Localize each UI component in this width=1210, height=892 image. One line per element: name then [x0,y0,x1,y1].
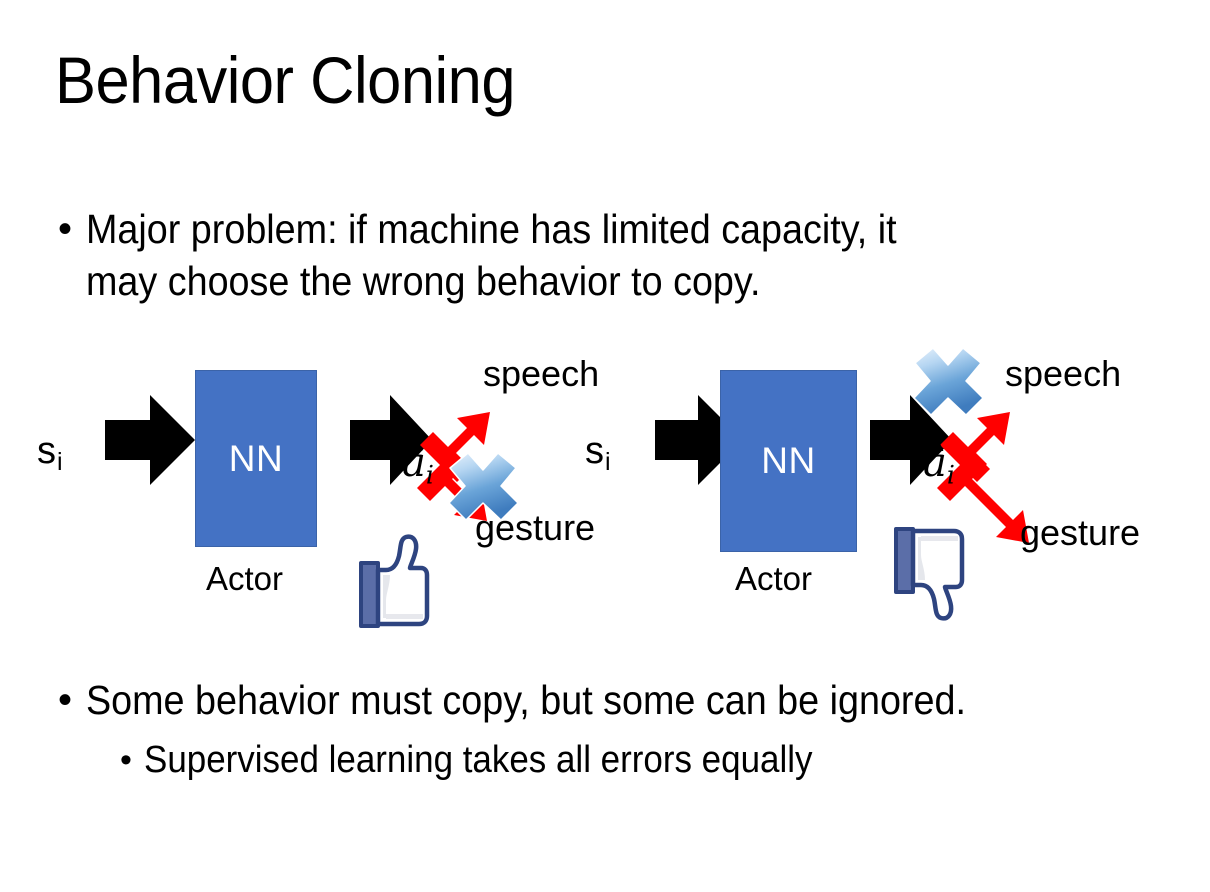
bullet-bottom-secondary-text: Supervised learning takes all errors equ… [143,739,813,781]
output-action-label-left: âi [402,443,434,496]
actor-caption-left: Actor [206,560,284,597]
nn-box-right: NN [720,370,857,552]
input-arrow-right-icon [655,395,743,485]
page-title: Behavior Cloning [55,43,516,117]
output-action-symbol: â [402,440,426,486]
branch-label-speech-right: speech [1005,353,1122,394]
nn-box-label: NN [761,440,816,481]
input-state-symbol: s [37,430,56,472]
output-action-label-right: âi [923,443,955,496]
output-arrow-left-icon [350,395,432,485]
input-state-label-right: si [585,432,611,481]
output-action-subscript: i [946,460,955,490]
input-state-subscript: i [605,448,611,476]
nn-box-left: NN [195,370,317,547]
thumbs-down-icon [894,527,965,621]
nn-box-label: NN [228,437,284,479]
cross-out-speech-right-icon [913,347,984,416]
input-state-label-left: si [37,432,63,481]
thumbs-up-icon [359,534,430,628]
actor-caption-right: Actor [735,560,813,597]
diagram-right-graphics [655,347,1029,543]
bullet-bottom-primary-text: Some behavior must copy, but some can be… [86,677,966,723]
bullet-marker: • [120,741,132,779]
branch-label-speech-left: speech [483,353,600,394]
diagram-left: si [20,340,620,630]
bullet-marker: • [58,207,73,251]
output-arrow-right-icon [870,395,952,485]
gesture-arrow-right-icon [937,451,1029,543]
branch-label-gesture-left: gesture [475,507,596,548]
speech-arrow-left-icon [420,412,490,482]
bullet-bottom-primary: • Some behavior must copy, but some can … [58,674,1178,726]
speech-arrow-right-icon [940,412,1010,482]
bullet-marker: • [58,678,73,722]
bullet-top: • Major problem: if machine has limited … [58,203,1158,307]
input-state-symbol: s [585,430,604,472]
branch-label-gesture-right: gesture [1020,512,1141,553]
input-state-subscript: i [57,448,63,476]
diagram-left-graphics [105,395,519,521]
input-arrow-left-icon [105,395,195,485]
bullet-bottom-secondary: • Supervised learning takes all errors e… [120,736,1180,784]
output-action-subscript: i [425,460,434,490]
output-action-symbol: â [923,440,947,486]
cross-out-gesture-left-icon [448,452,519,521]
bullet-top-text: Major problem: if machine has limited ca… [86,206,897,304]
diagram-right: si N [565,340,1185,630]
